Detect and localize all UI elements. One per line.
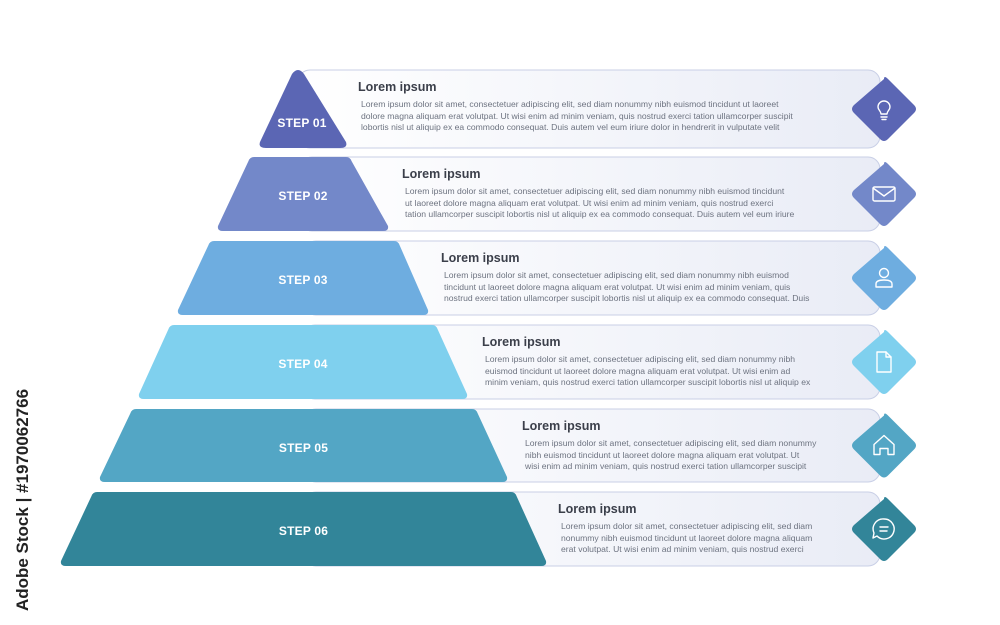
icon-badge-1 (852, 77, 916, 141)
step-label-6: STEP 06 (278, 524, 329, 538)
pyramid-segment-4 (138, 325, 468, 399)
envelope-icon (872, 186, 896, 202)
step-title-2: Lorem ipsum (402, 167, 481, 181)
step-description-line: Lorem ipsum dolor sit amet, consectetuer… (561, 521, 813, 531)
step-description-line: Lorem ipsum dolor sit amet, consectetuer… (444, 270, 789, 280)
pyramid-segment-1 (259, 70, 347, 148)
step-description-line: ut laoreet dolore magna aliquam erat vol… (405, 197, 774, 208)
step-description-line: tation ullamcorper suscipit lobortis nis… (405, 209, 795, 220)
lightbulb-icon (877, 100, 891, 121)
watermark-text: Adobe Stock | #1970062766 (13, 388, 32, 612)
icon-badge-4 (852, 330, 916, 394)
step-label-4: STEP 04 (278, 357, 328, 371)
step-description-line: Lorem ipsum dolor sit amet, consectetuer… (525, 438, 817, 448)
pyramid-segment-3 (177, 241, 429, 315)
step-description-line: nonummy nibh euismod tincidunt ut laoree… (561, 532, 813, 543)
step-description-line: nostrud exerci tation ullamcorper suscip… (444, 293, 810, 304)
step-description-line: Lorem ipsum dolor sit amet, consectetuer… (485, 354, 796, 364)
step-description-line: minim veniam, quis nostrud exerci tation… (485, 377, 811, 388)
step-title-1: Lorem ipsum (358, 80, 437, 94)
step-description-line: euismod tincidunt ut laoreet dolore magn… (485, 365, 791, 376)
step-label-1: STEP 01 (277, 116, 327, 130)
step-description-line: tincidunt ut laoreet dolore magna aliqua… (444, 281, 791, 292)
step-description-line: nibh euismod tincidunt ut laoreet dolore… (525, 449, 800, 460)
step-description-line: dolore magna aliquam erat volutpat. Ut w… (361, 110, 793, 121)
home-icon (873, 434, 895, 456)
icon-badge-6 (852, 497, 916, 561)
step-description-line: wisi enim ad minim veniam, quis nostrud … (525, 461, 807, 472)
pyramid-segment-2 (217, 157, 389, 231)
step-title-6: Lorem ipsum (558, 502, 637, 516)
watermark-side-text: Adobe Stock | #1970062766 (6, 380, 40, 620)
step-title-3: Lorem ipsum (441, 251, 520, 265)
pyramid-segment-5 (99, 409, 508, 482)
step-label-5: STEP 05 (278, 440, 329, 455)
step-label-3: STEP 03 (278, 273, 328, 287)
step-description-line: erat volutpat. Ut wisi enim ad minim ven… (561, 544, 804, 555)
document-icon (876, 351, 892, 373)
step-description-line: Lorem ipsum dolor sit amet, consectetuer… (405, 186, 785, 196)
chat-bubble-icon (872, 518, 895, 540)
step-title-5: Lorem ipsum (522, 419, 601, 433)
step-label-2: STEP 02 (278, 189, 328, 203)
step-description-line: Lorem ipsum dolor sit amet, consectetuer… (361, 99, 779, 109)
icon-badge-5 (852, 413, 916, 478)
icon-badge-2 (852, 162, 916, 226)
step-title-4: Lorem ipsum (482, 335, 561, 349)
user-icon (875, 267, 893, 288)
step-description-line: lobortis nisl ut aliquip ex ea commodo c… (361, 122, 780, 133)
pyramid-segment-6 (60, 492, 547, 566)
